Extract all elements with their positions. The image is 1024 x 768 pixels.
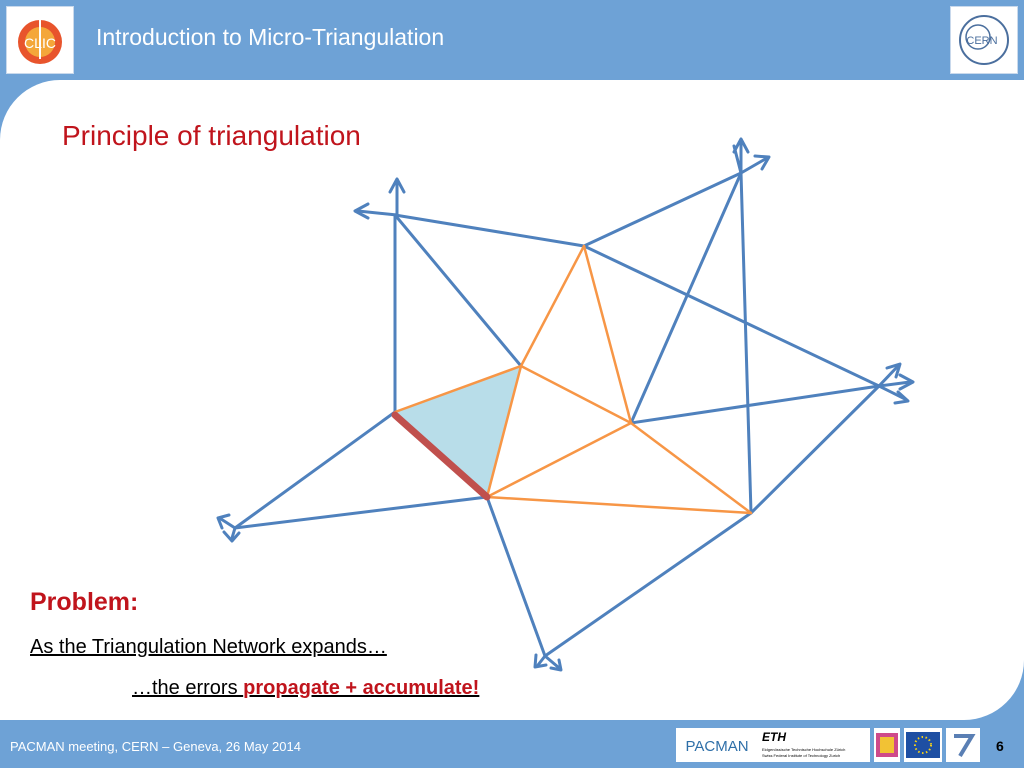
network-line	[629, 171, 743, 425]
network-line-new	[629, 421, 753, 515]
network-line-new	[485, 495, 753, 515]
problem-consequence: …the errors propagate + accumulate!	[132, 677, 479, 700]
network-line-new	[485, 421, 633, 499]
uncertainty-arrows	[533, 653, 563, 672]
network-line	[582, 171, 743, 248]
network-line	[393, 213, 523, 368]
problem-heading: Problem:	[30, 588, 139, 616]
problem-statement: As the Triangulation Network expands…	[30, 636, 387, 658]
uncertainty-arrows	[732, 137, 771, 175]
page-number: 6	[996, 738, 1004, 754]
network-line	[582, 244, 881, 388]
svg-text:Eidgenössische Technische Hoch: Eidgenössische Technische Hochschule Zür…	[762, 747, 845, 752]
network-line-new	[519, 244, 586, 368]
uncertainty-arrows	[353, 177, 406, 220]
pacman-logo: PACMAN	[676, 728, 758, 762]
eth-logo: ETH Eidgenössische Technische Hochschule…	[758, 728, 870, 762]
network-line-new	[582, 244, 633, 425]
cern-logo: CERN	[950, 6, 1018, 74]
problem-consequence-prefix: …the errors	[132, 677, 244, 699]
network-line	[393, 213, 586, 248]
network-line-new	[485, 364, 523, 499]
network-line	[233, 410, 397, 530]
network-line	[543, 511, 753, 658]
footer-text: PACMAN meeting, CERN – Geneva, 26 May 20…	[10, 739, 301, 754]
svg-text:Swiss Federal Institute of Tec: Swiss Federal Institute of Technology Zu…	[762, 753, 840, 758]
partner-logo	[874, 728, 900, 762]
network-line-new	[393, 364, 523, 414]
svg-text:PACMAN: PACMAN	[685, 738, 748, 755]
problem-consequence-emphasis: propagate + accumulate!	[243, 677, 480, 699]
slide-subtitle: Principle of triangulation	[62, 120, 361, 151]
network-line	[629, 384, 881, 425]
network-line-new	[519, 364, 633, 425]
eu-flag-icon	[904, 728, 942, 762]
clic-logo: CLIC	[6, 6, 74, 74]
slide-header-title: Introduction to Micro-Triangulation	[96, 24, 445, 50]
highlighted-triangle	[395, 366, 521, 497]
network-line	[739, 171, 753, 515]
uncertainty-arrows	[216, 513, 241, 543]
uncertainty-arrows	[877, 362, 915, 405]
svg-text:CLIC: CLIC	[24, 35, 56, 51]
network-line	[749, 384, 881, 515]
fp7-logo	[946, 728, 980, 762]
svg-text:CERN: CERN	[966, 35, 997, 47]
svg-text:ETH: ETH	[762, 730, 786, 744]
header-bar: CLIC Introduction to Micro-Triangulation…	[0, 0, 1024, 80]
baseline	[391, 411, 491, 501]
network-line	[233, 495, 489, 530]
network-line	[485, 495, 547, 658]
